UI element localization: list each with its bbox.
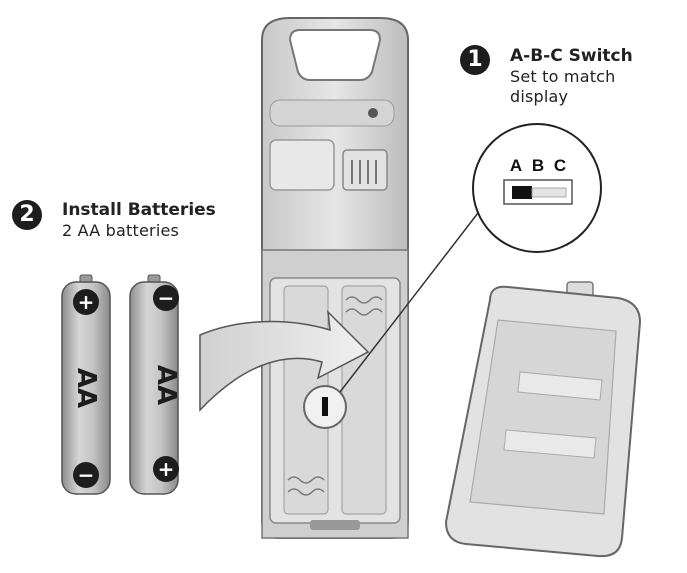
hanging-loop [288, 29, 382, 81]
negative-terminal-icon [153, 285, 179, 311]
switch-label-a: A [510, 156, 522, 175]
battery-1-label: AA [71, 368, 101, 408]
step-1-line-2: display [510, 87, 569, 106]
callout-leader-line [339, 199, 489, 393]
switch-callout: A B C [472, 123, 602, 253]
positive-terminal-icon [73, 289, 99, 315]
step-1-title: A-B-C Switch [510, 46, 633, 66]
negative-terminal-icon [73, 462, 99, 488]
spring-contact [287, 476, 325, 496]
positive-terminal-icon [153, 456, 179, 482]
switch-slider-small [322, 397, 328, 416]
step-2-title: Install Batteries [62, 200, 216, 220]
battery-2-bottom-sign: + [158, 457, 175, 481]
aa-battery-2: − + AA [129, 274, 181, 495]
sensor-device [261, 17, 409, 539]
aa-battery-1: + − AA [61, 274, 111, 495]
label-recess [269, 139, 335, 191]
switch-slider [512, 186, 532, 199]
battery-1-bottom-sign: − [78, 463, 95, 487]
step-2-line-1: 2 AA batteries [62, 221, 180, 240]
step-2-number-badge: 2 [12, 200, 42, 230]
switch-label-c: C [554, 156, 566, 175]
battery-2-top-sign: − [158, 286, 175, 310]
insert-arrow [199, 309, 370, 412]
switch-label-b: B [532, 156, 544, 175]
battery-1-top-sign: + [78, 290, 95, 314]
step-1-line-1: Set to match [510, 67, 616, 86]
battery-cover [444, 281, 642, 558]
spring-contact [345, 296, 383, 316]
battery-2-label: AA [151, 365, 181, 405]
brand-strip [269, 99, 395, 127]
vent-grille [342, 149, 388, 191]
led-indicator [368, 108, 378, 118]
step-1-number-badge: 1 [460, 45, 490, 75]
